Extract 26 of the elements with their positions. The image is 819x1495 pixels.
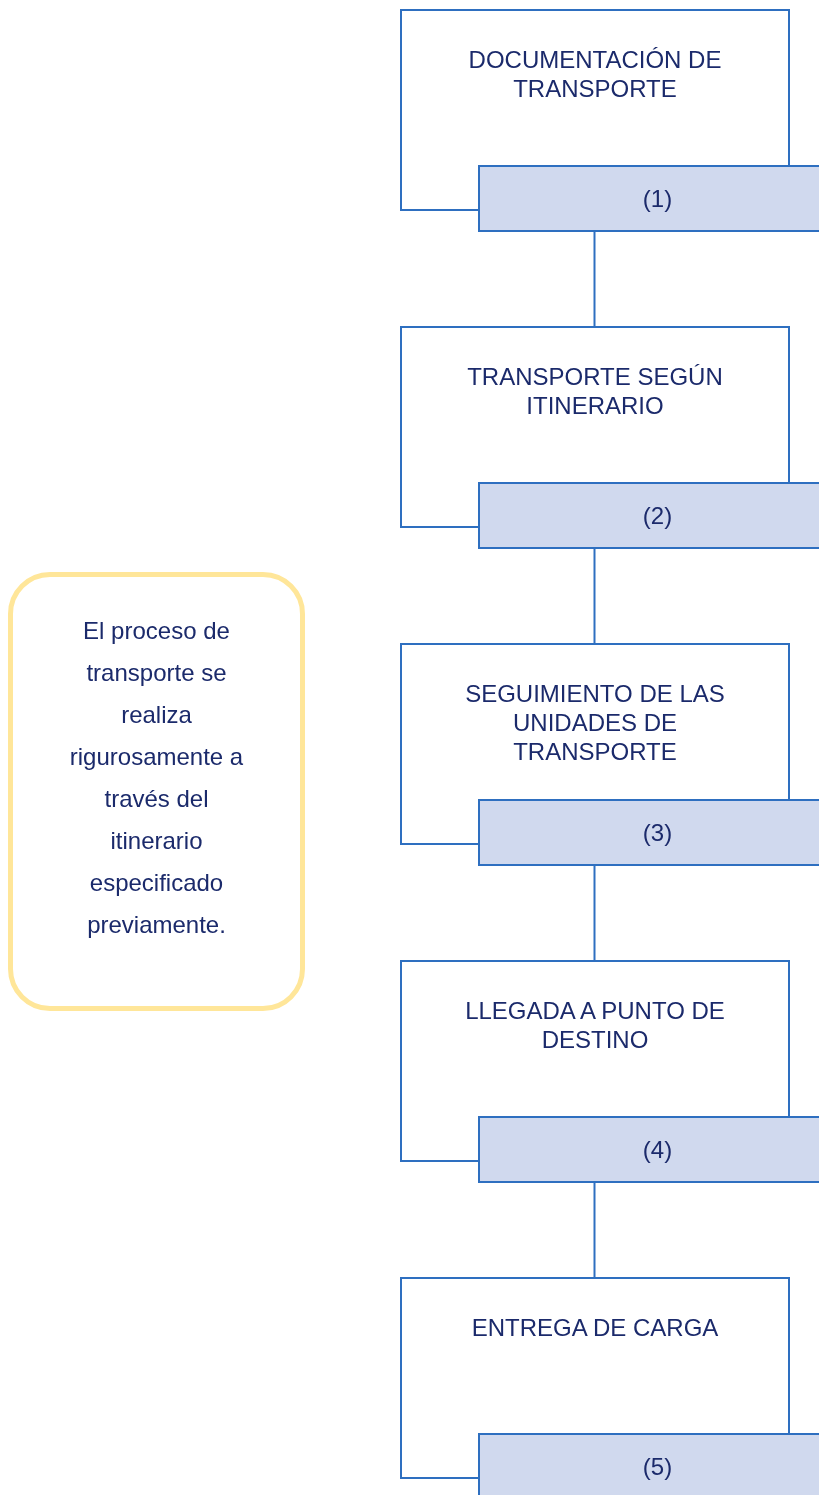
step-number: (1) [642,184,673,214]
step-number-tab [478,165,819,232]
connector-line [593,1182,596,1278]
process-box [400,960,790,1116]
note-box [8,572,305,1011]
process-box [400,326,790,482]
step-label: TRANSPORTE SEGÚN ITINERARIO [466,362,724,420]
note-text: El proceso de transporte se realiza rigurosamente a través del itinerario especificado previamente. [68,616,245,940]
step-label: DOCUMENTACIÓN DE TRANSPORTE [467,45,723,103]
step-label: LLEGADA A PUNTO DE DESTINO [464,996,726,1054]
step-number-tab [478,1116,819,1183]
step-label: SEGUIMIENTO DE LAS UNIDADES DE TRANSPORTE [464,679,726,766]
connector-line [593,231,596,327]
step-number-tab [478,482,819,549]
step-number-tab [478,1433,819,1495]
process-box [400,1277,790,1433]
step-number: (3) [642,818,673,848]
step-number: (2) [642,501,673,531]
process-box [400,9,790,165]
step-label: ENTREGA DE CARGA [471,1313,719,1342]
connector-line [593,865,596,961]
step-number-tab [478,799,819,866]
step-number: (5) [642,1452,673,1482]
process-box [400,643,790,799]
step-number: (4) [642,1135,673,1165]
connector-line [593,548,596,644]
